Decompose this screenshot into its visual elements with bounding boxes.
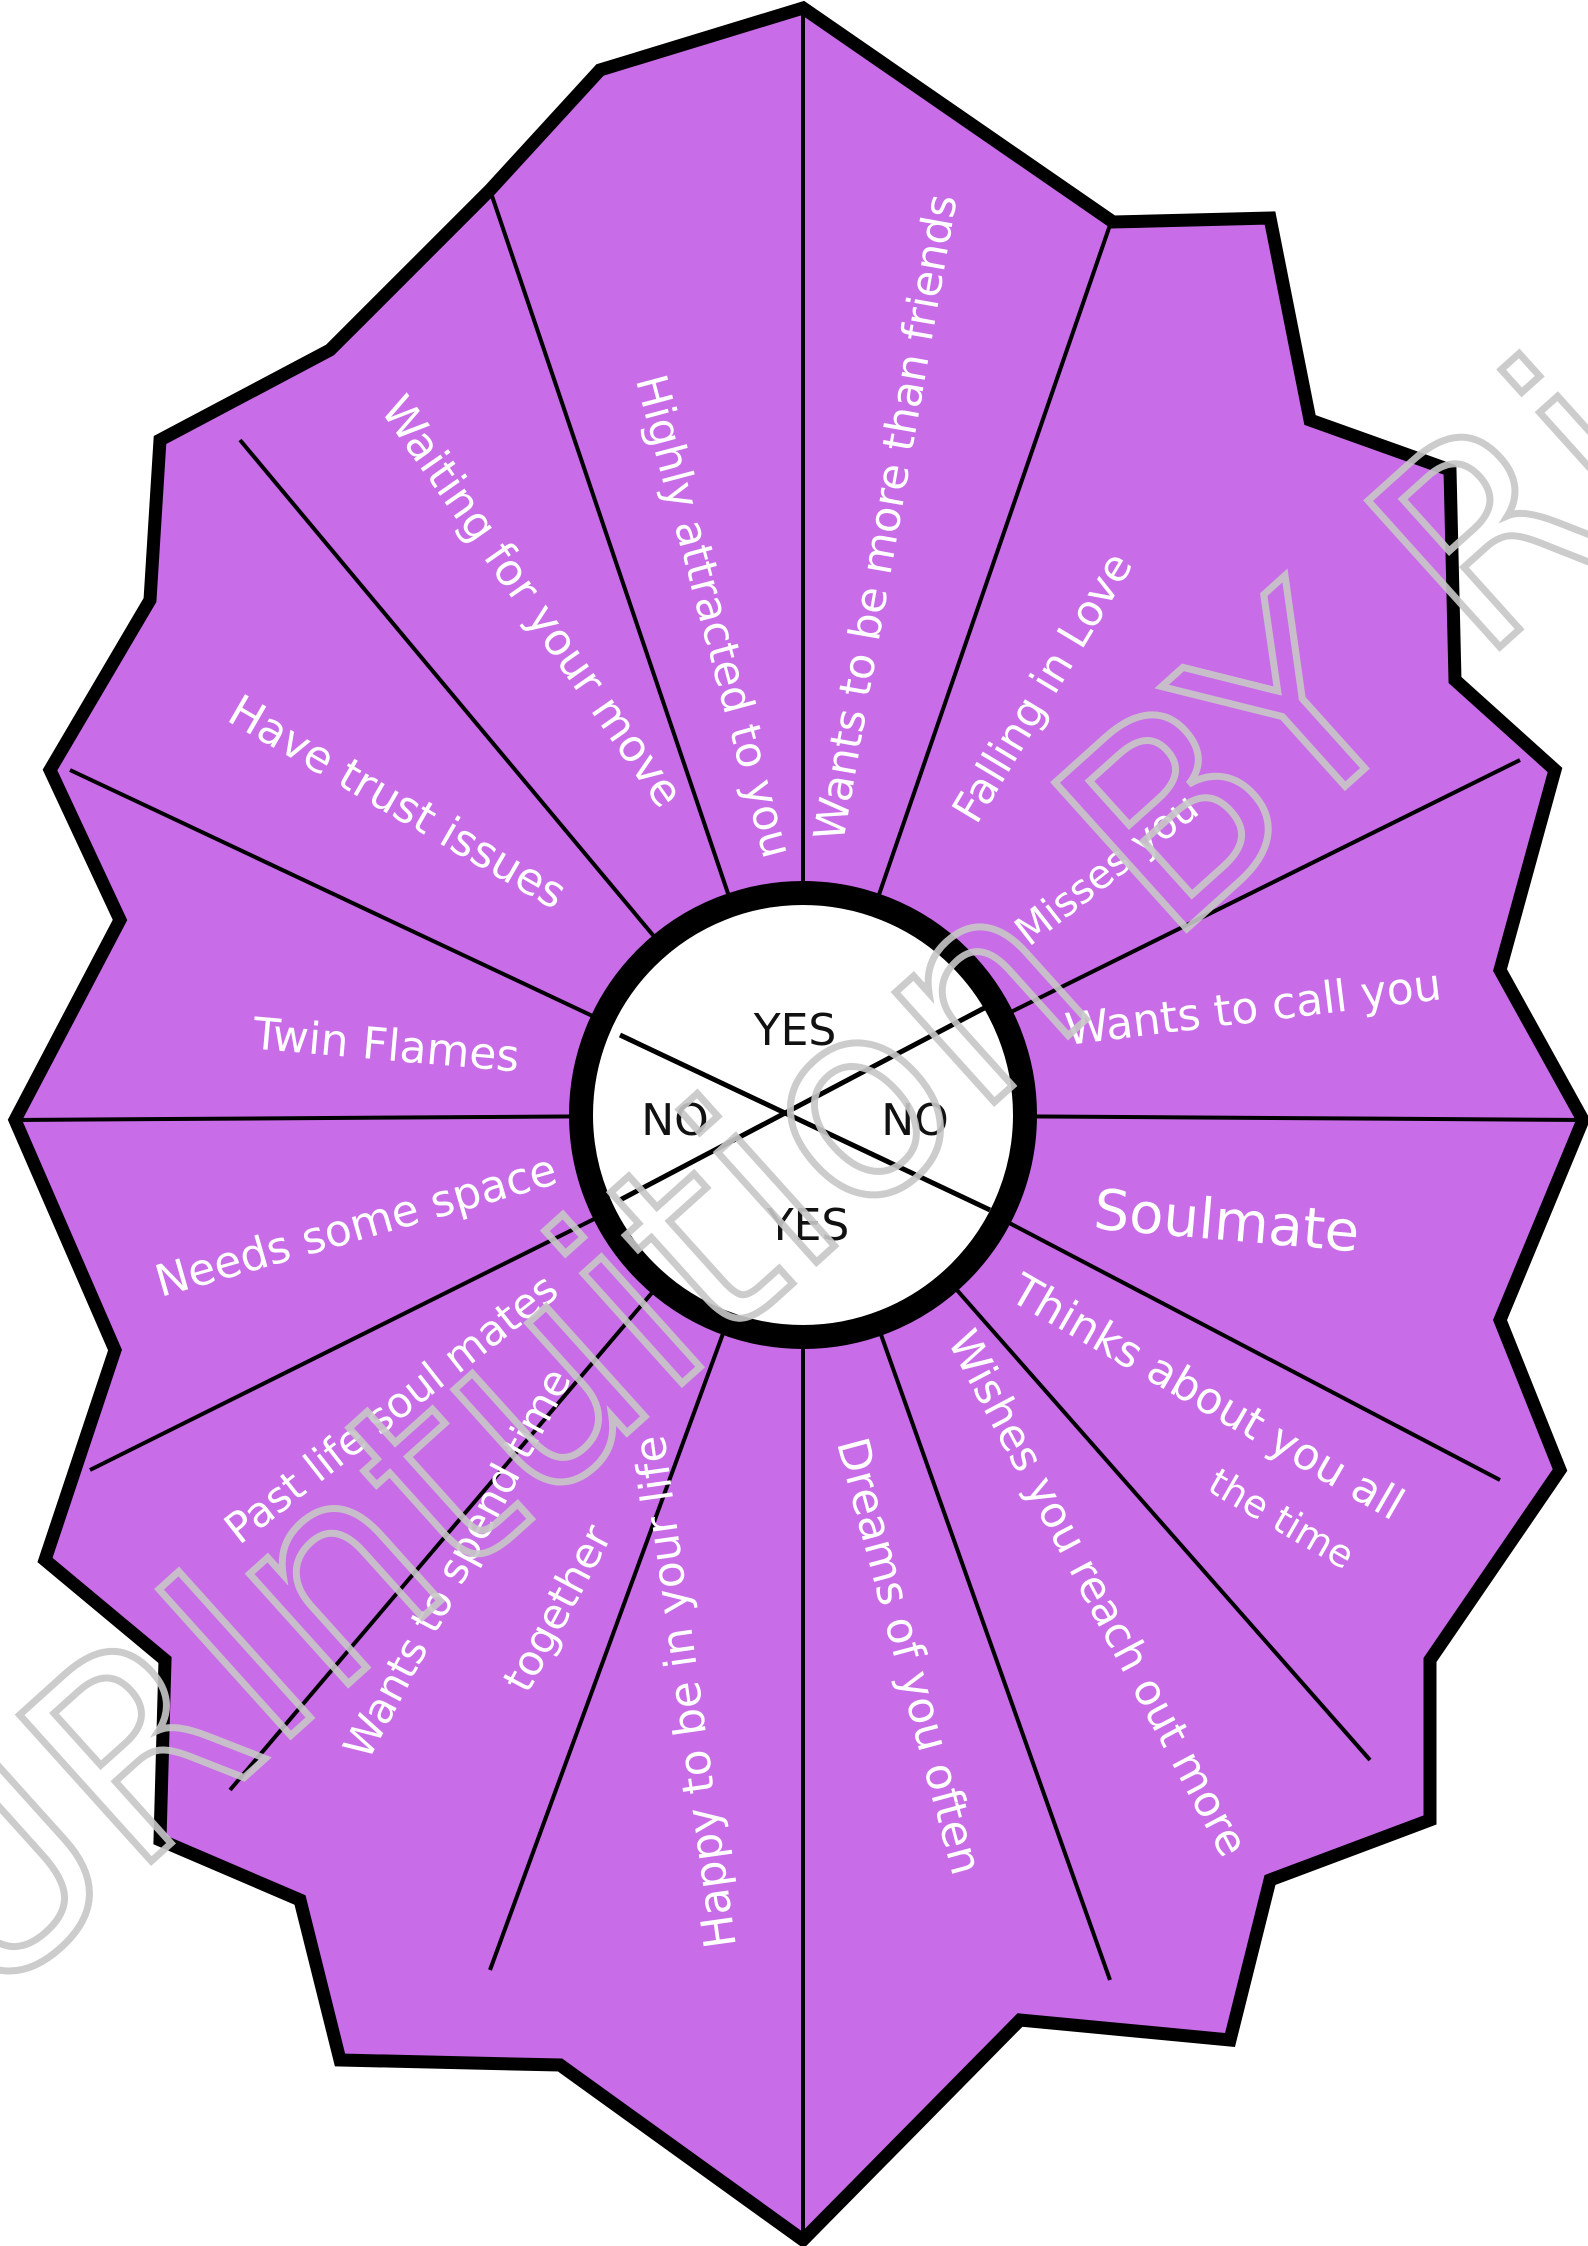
segment-divider	[998, 1216, 1501, 1482]
center-disc: YES YES NO NO	[569, 881, 1037, 1349]
segment-divider	[873, 224, 1112, 906]
segment-divider	[948, 1280, 1372, 1762]
segment-divider	[238, 438, 663, 946]
center-divider-b	[618, 1002, 992, 1203]
segment-divider	[488, 1322, 729, 1971]
segment-divider	[875, 1323, 1112, 1981]
segment-divider	[228, 1282, 661, 1792]
segment-dividers	[14, 8, 1584, 2240]
center-label-no-left: NO	[641, 1095, 709, 1146]
segment-divider	[488, 189, 734, 906]
segment-divider	[69, 768, 603, 1023]
center-label-yes-top: YES	[753, 1005, 837, 1056]
center-divider-a	[618, 1032, 992, 1213]
center-label-yes-bottom: YES	[766, 1200, 850, 1251]
segment-divider	[89, 1212, 606, 1472]
segment-divider	[14, 1114, 582, 1122]
segment-divider	[1024, 1114, 1584, 1122]
segment-divider	[1001, 758, 1521, 1019]
center-label-no-right: NO	[881, 1095, 949, 1146]
